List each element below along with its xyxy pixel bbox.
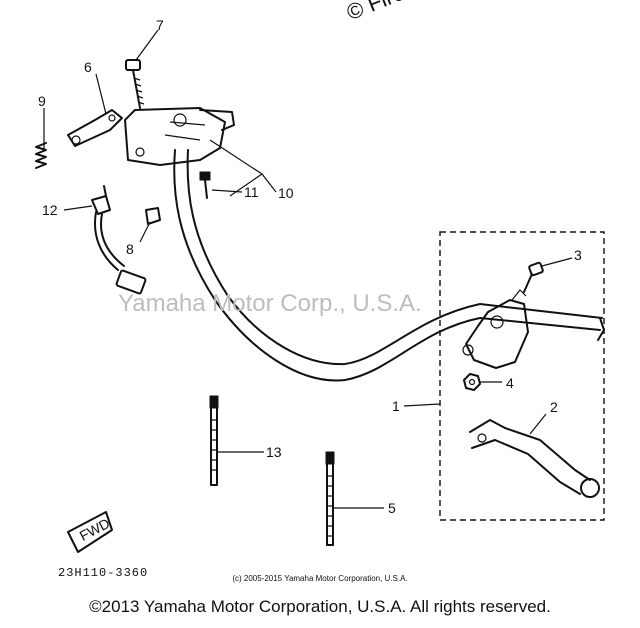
diagram-code: 23H110-3360 bbox=[58, 566, 149, 580]
lever-holder bbox=[462, 289, 529, 369]
callout-4: 4 bbox=[506, 375, 514, 391]
screw-11 bbox=[199, 171, 211, 199]
callout-11: 11 bbox=[244, 184, 259, 200]
cable-tie-13 bbox=[209, 395, 219, 486]
cable-tie-5 bbox=[325, 451, 335, 546]
callout-6: 6 bbox=[84, 59, 92, 75]
leader-lines bbox=[43, 29, 573, 509]
callout-8: 8 bbox=[126, 241, 134, 257]
clip-8 bbox=[145, 207, 161, 225]
callout-7: 7 bbox=[156, 17, 164, 33]
nut-4 bbox=[463, 373, 481, 391]
callout-12: 12 bbox=[42, 202, 58, 218]
switch-12 bbox=[91, 185, 147, 295]
callout-1: 1 bbox=[392, 398, 400, 414]
fwd-arrow: FWD bbox=[67, 511, 113, 553]
left-switch-housing bbox=[124, 107, 235, 166]
watermark-center: Yamaha Motor Corp., U.S.A. bbox=[118, 290, 422, 317]
bracket-6 bbox=[67, 109, 123, 147]
assembly-box-1 bbox=[439, 231, 605, 521]
callout-9: 9 bbox=[38, 93, 46, 109]
screw-7 bbox=[125, 59, 145, 109]
callout-2: 2 bbox=[550, 399, 558, 415]
callout-10: 10 bbox=[278, 185, 294, 201]
callout-5: 5 bbox=[388, 500, 396, 516]
callouts: 7 6 9 11 10 8 12 3 4 2 1 13 5 bbox=[38, 17, 582, 516]
diagram-credit: (c) 2005-2015 Yamaha Motor Corporation, … bbox=[232, 574, 408, 583]
bolt-3 bbox=[523, 261, 544, 293]
spring-9 bbox=[35, 142, 47, 169]
lever-2 bbox=[469, 419, 600, 498]
handlebar bbox=[173, 149, 605, 382]
callout-13: 13 bbox=[266, 444, 282, 460]
footer-copyright: ©2013 Yamaha Motor Corporation, U.S.A. A… bbox=[89, 597, 551, 616]
fwd-label: FWD bbox=[77, 515, 113, 544]
callout-3: 3 bbox=[574, 247, 582, 263]
